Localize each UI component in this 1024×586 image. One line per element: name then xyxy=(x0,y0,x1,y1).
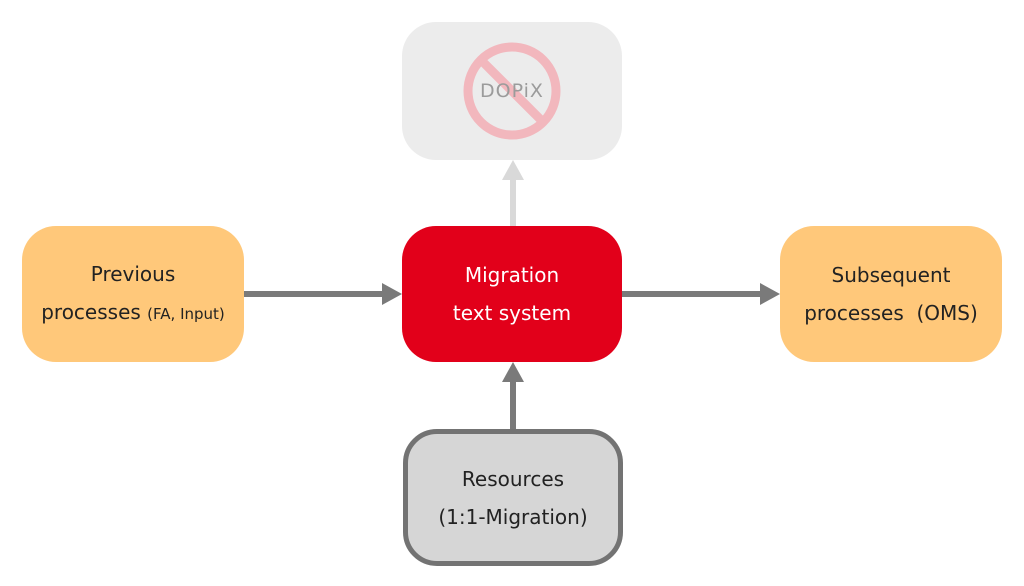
resources-line1: Resources xyxy=(461,466,565,491)
node-subsequent-processes: Subsequent processes (OMS) xyxy=(780,226,1002,362)
previous-line2-note: (FA, Input) xyxy=(147,305,225,323)
subsequent-line2: processes (OMS) xyxy=(804,301,978,325)
node-previous-processes: Previous processes (FA, Input) xyxy=(22,226,244,362)
node-migration-text-system: Migration text system xyxy=(402,226,622,362)
node-resources: Resources (1:1-Migration) xyxy=(403,429,623,566)
dopix-logo: DOPiX xyxy=(460,39,564,143)
previous-line1: Previous xyxy=(90,262,176,286)
arrow-previous-to-migration xyxy=(244,283,402,305)
subsequent-line1: Subsequent xyxy=(831,263,951,287)
previous-line2: processes (FA, Input) xyxy=(41,293,225,333)
prohibited-icon xyxy=(463,42,561,140)
migration-line2: text system xyxy=(452,301,572,325)
dopix-label: DOPiX xyxy=(480,80,544,102)
previous-line2-main: processes xyxy=(41,300,141,324)
resources-line2: (1:1-Migration) xyxy=(438,504,588,529)
migration-line1: Migration xyxy=(464,263,560,287)
arrow-migration-to-subsequent xyxy=(622,283,780,305)
arrow-resources-to-migration xyxy=(502,362,524,429)
arrow-migration-to-dopix xyxy=(502,160,524,226)
node-dopix: DOPiX xyxy=(402,22,622,160)
